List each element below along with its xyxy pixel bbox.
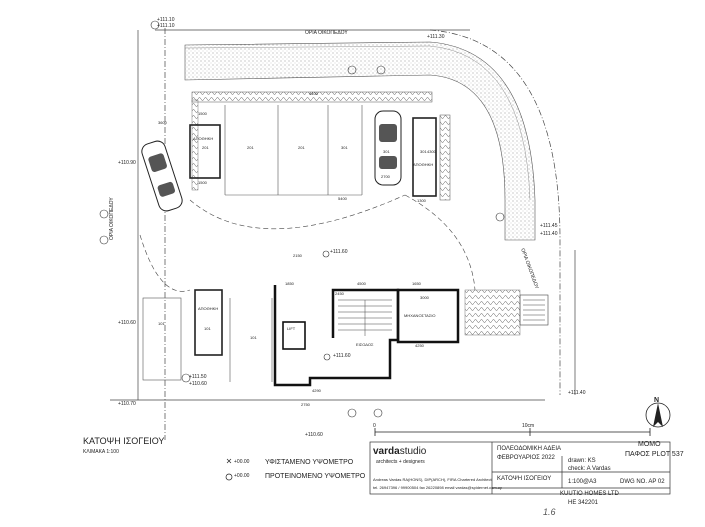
hedges	[191, 91, 521, 336]
car-right	[374, 110, 402, 186]
turning-arc	[139, 194, 476, 292]
dim-2450: 2450	[335, 291, 344, 296]
dim-4290: 4290	[312, 388, 321, 393]
dim-3000: 3000	[420, 295, 429, 300]
legend-existing-text: ΥΦΙΣΤΑΜΕΝΟ ΥΨΟΜΕΤΡΟ	[265, 459, 354, 466]
architect-line: Andreas Vardas RA(HONS), DIP(ARCH), FIRA…	[373, 477, 492, 482]
title-block-frame	[369, 441, 671, 495]
entrance-label: ΕΙΣΟΔΟΣ	[356, 342, 374, 347]
parking-bays-bottom	[142, 297, 273, 382]
landscape-strip	[184, 41, 536, 241]
level-bottom-center: +110.60	[305, 432, 323, 438]
drawing-title: ΚΑΤΟΨΗ ΙΣΟΓΕΙΟΥ	[83, 436, 165, 446]
dim-1500b: 1500	[198, 180, 207, 185]
stair	[338, 299, 392, 336]
vent-grille	[519, 294, 549, 326]
client-number: HE 342201	[568, 500, 599, 506]
legend-symbols	[225, 458, 233, 481]
drawn-label: drawn: KS	[568, 458, 596, 464]
scalebar-zero: 0	[373, 423, 376, 429]
level-top-left-b: +111.10	[157, 23, 175, 29]
level-stair-b: +110.60	[189, 381, 207, 387]
dim-4500: 4500	[357, 281, 366, 286]
sheet-scale: 1:100@A3	[568, 479, 597, 485]
unit-301a: 301	[341, 145, 348, 150]
scale-bar	[374, 428, 651, 436]
parking-bays-top	[224, 105, 363, 196]
level-center: +111.60	[330, 249, 348, 255]
storage-walls	[189, 117, 437, 356]
legend-proposed-text: ΠΡΟΤΕΙΝΟΜΕΝΟ ΥΨΟΜΕΤΡΟ	[265, 473, 366, 480]
dim-3600: 3600	[158, 120, 167, 125]
dim-4250: 4250	[415, 343, 424, 348]
plot-label: ΠΑΦΟΣ PLOT 537	[625, 451, 684, 458]
dim-1500a: 1500	[198, 111, 207, 116]
drawing-scale: ΚΛΙΜΑΚΑ 1:100	[83, 449, 119, 455]
dim-1300: 1300	[417, 198, 426, 203]
client-name: KUUTIO HOMES LTD	[560, 491, 619, 497]
dim-5400: 5400	[338, 196, 347, 201]
mech-room-label: ΜΗΧΑΝΟΣΤΑΣΙΟ	[404, 313, 436, 318]
dim-4400: 4400	[309, 91, 318, 96]
core-building	[273, 285, 460, 387]
boundary-label-left: ΟΡΙΑ ΟΙΚΟΠΕΔΟΥ	[109, 197, 115, 240]
unit-201b: 201	[247, 145, 254, 150]
storage-label-b: ΑΠΟΘΗΚΗ	[413, 162, 434, 167]
dim-4300: 4300	[427, 149, 436, 154]
sheet-name: ΚΑΤΟΨΗ ΙΣΟΓΕΙΟΥ	[497, 476, 552, 482]
dim-2750: 2750	[301, 402, 310, 407]
legend-existing-level: +00.00	[234, 459, 250, 465]
level-left-mid: +110.90	[118, 160, 136, 166]
level-bottom-left: +110.70	[118, 401, 136, 407]
level-left-low: +110.60	[118, 320, 136, 326]
dim-2150: 2150	[293, 253, 302, 258]
lift-label: LIFT	[287, 326, 296, 331]
check-label: check: A Vardas	[568, 466, 611, 472]
handwritten-note: 1.6	[543, 507, 556, 517]
legend-proposed-level: +00.00	[234, 473, 250, 479]
unit-101b: 101	[204, 326, 211, 331]
unit-101c: 101	[250, 335, 257, 340]
scalebar-ten: 10cm	[522, 423, 535, 429]
contact-line: tel. 26947396 / 99900504 fax 26220898 em…	[373, 485, 502, 490]
north-label: ΜΟΜΟ	[638, 441, 661, 448]
level-right-a: +111.45	[540, 223, 558, 229]
level-stair-a: +111.50	[189, 374, 207, 380]
dim-1650: 1650	[412, 281, 421, 286]
north-letter: N	[654, 397, 660, 404]
boundary-label-top: ΟΡΙΑ ΟΙΚΟΠΕΔΟΥ	[305, 30, 348, 36]
storage-label-a: ΑΠΟΘΗΚΗ	[193, 136, 214, 141]
dim-2700: 2700	[381, 174, 390, 179]
level-right-low: +111.40	[568, 390, 586, 396]
north-arrow	[645, 402, 671, 428]
brand-logo: vardastudio	[373, 446, 427, 457]
unit-201c: 201	[298, 145, 305, 150]
storage-label-c: ΑΠΟΘΗΚΗ	[198, 306, 219, 311]
date-label: ΦΕΒΡΟΥΑΡΙΟΣ 2022	[497, 455, 555, 461]
dwg-number: DWG NO. AP 02	[620, 479, 665, 485]
unit-201a: 201	[202, 145, 209, 150]
plot-boundary	[110, 28, 576, 440]
level-right-b: +111.40	[540, 231, 558, 237]
unit-301c: 301	[420, 149, 427, 154]
unit-301b: 301	[383, 149, 390, 154]
dim-1850: 1850	[285, 281, 294, 286]
section-markers	[99, 20, 505, 418]
unit-101a: 101	[158, 321, 165, 326]
level-lobby: +111.60	[333, 353, 351, 359]
level-top-right: +111.30	[427, 34, 445, 40]
car-left	[141, 140, 183, 212]
brand-tagline: architects + designers	[376, 459, 425, 465]
permit-label: ΠΟΛΕΟΔΟΜΙΚΗ ΑΔΕΙΑ	[497, 446, 562, 452]
level-top-left-a: +111.10	[157, 17, 175, 23]
